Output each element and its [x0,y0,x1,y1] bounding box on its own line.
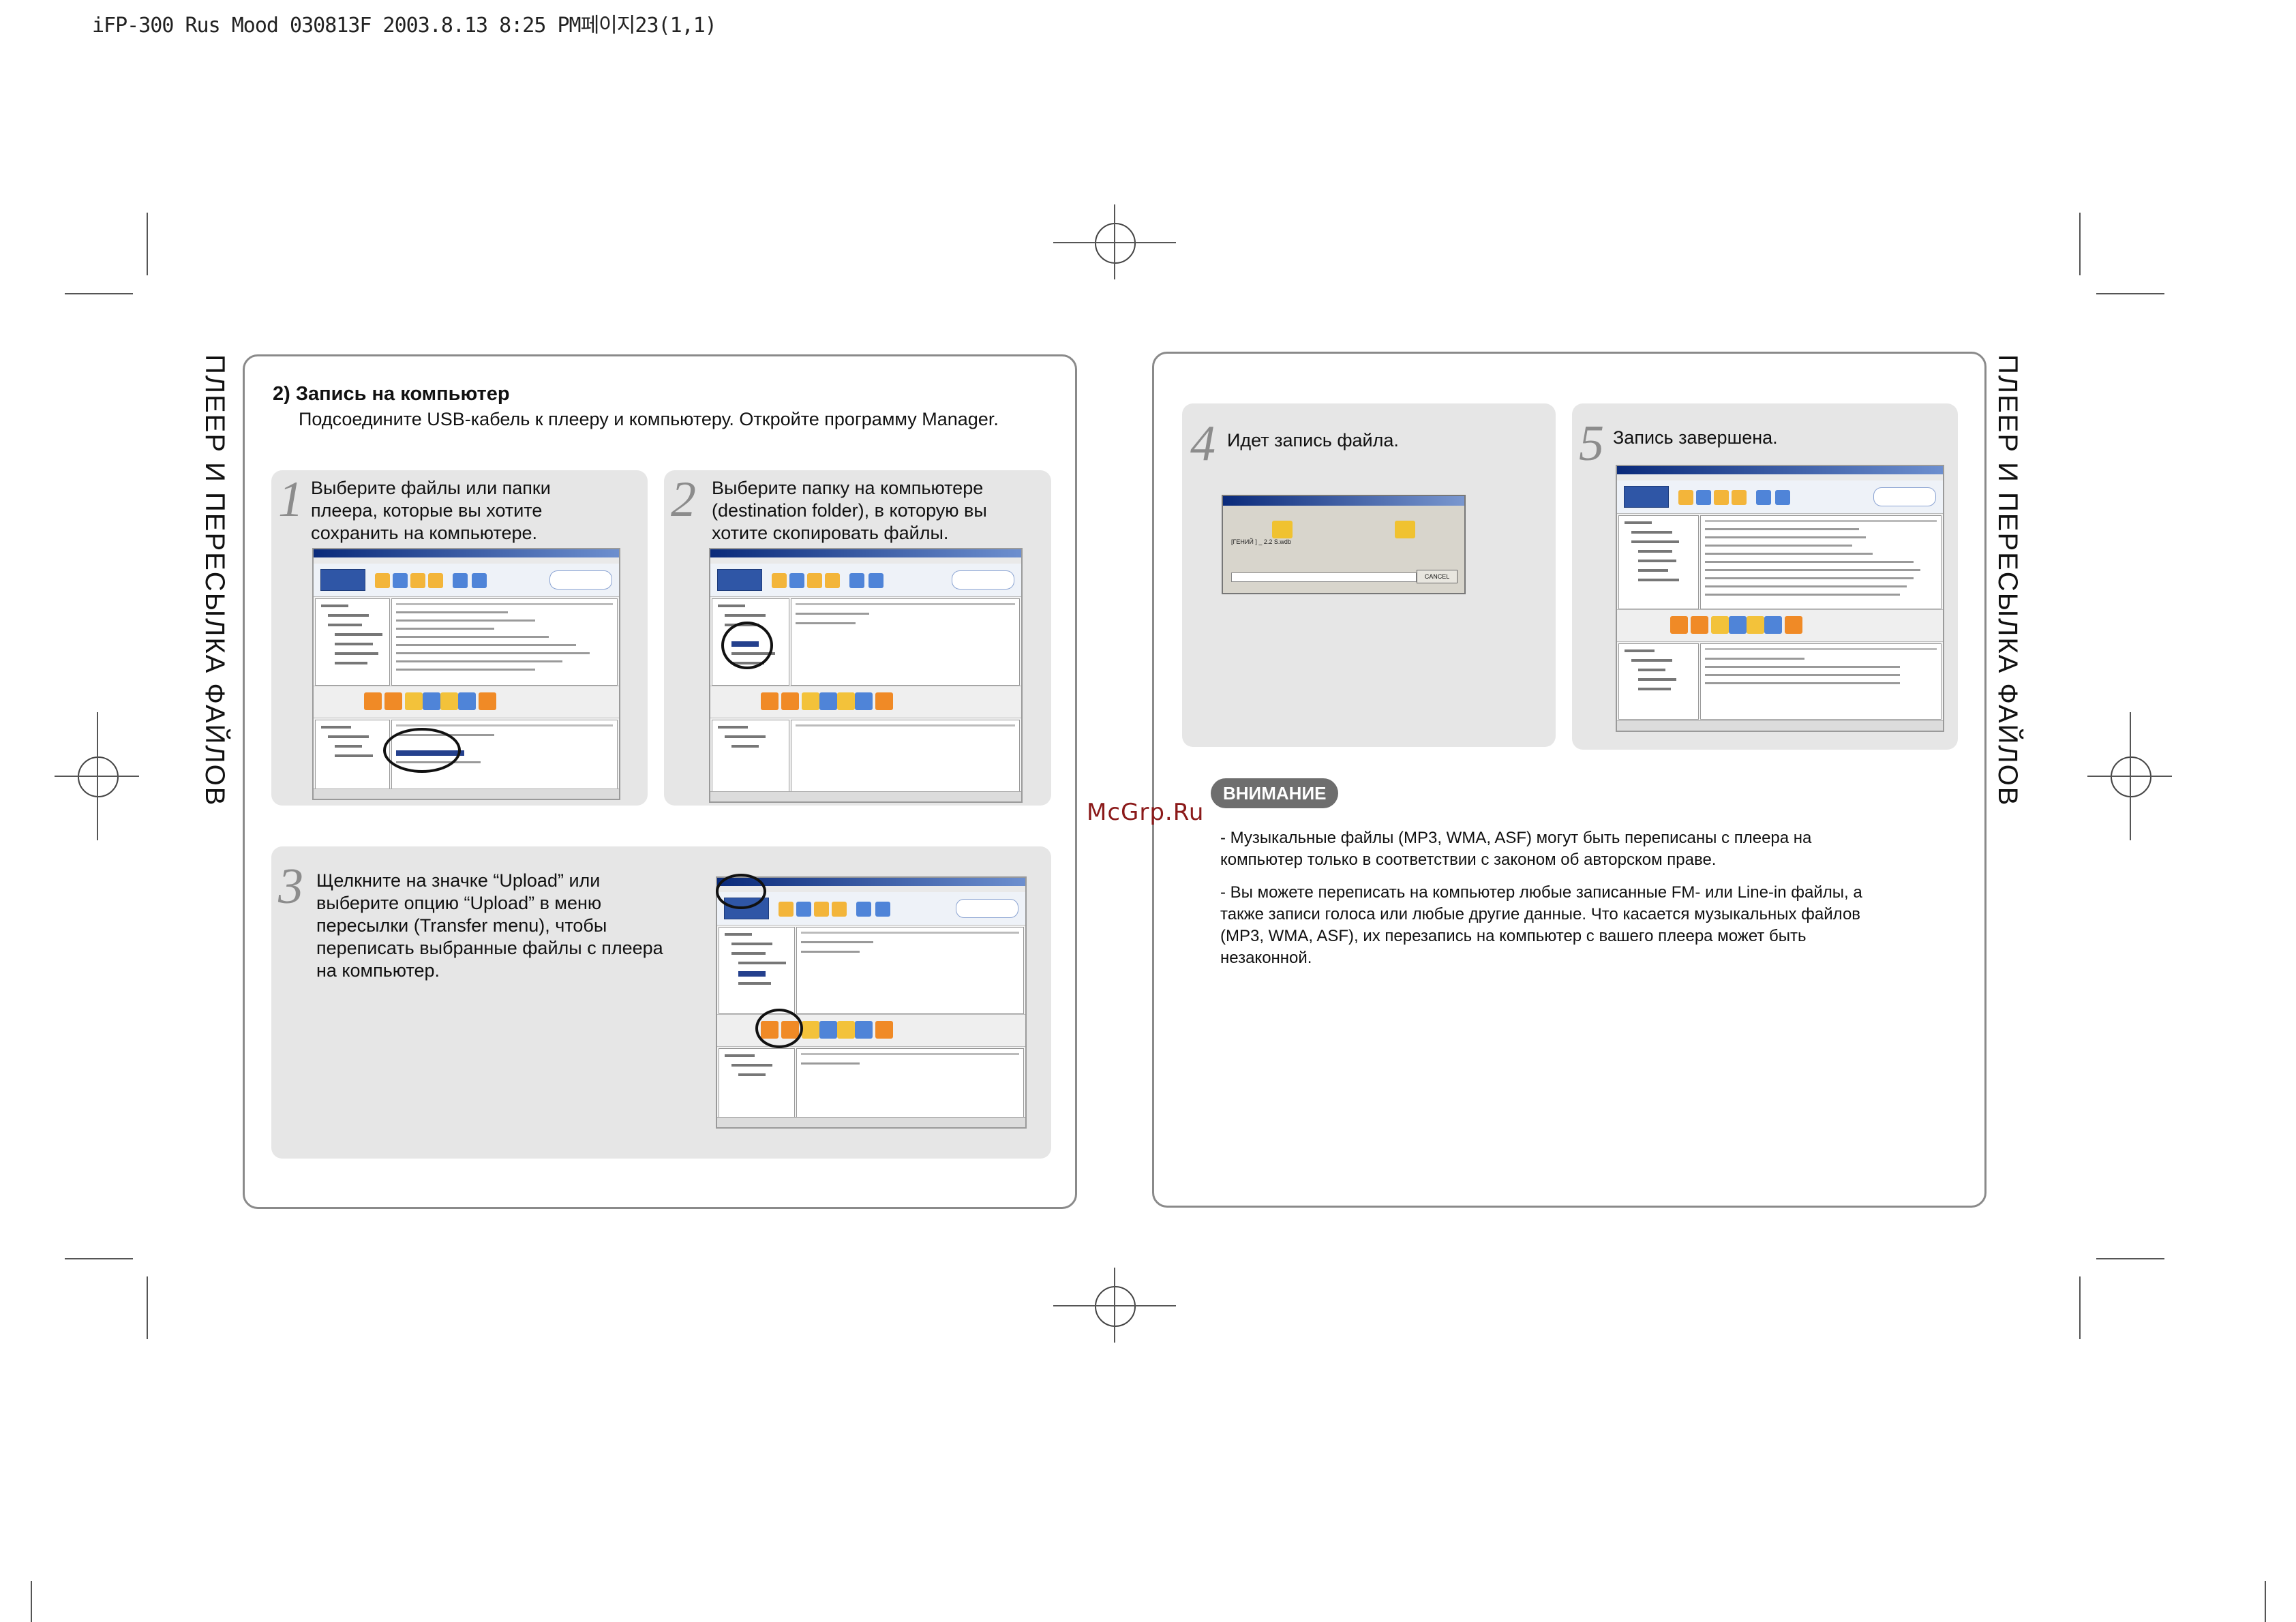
step-3-text: Щелкните на значке “Upload” или выберите… [316,870,663,981]
attention-badge: ВНИМАНИЕ [1211,778,1339,808]
step-5-text: Запись завершена. [1613,427,1778,448]
step-1-number: 1 [278,472,303,527]
step-4-text: Идет запись файла. [1227,430,1399,450]
step-2-highlight-ring [721,622,773,669]
watermark: McGrp.Ru [1087,799,1205,826]
section-subheading: Подсоедините USB-кабель к плееру и компь… [299,409,999,429]
step-1-text: Выберите файлы или папки плеера, которые… [311,478,551,543]
attention-note-1: - Музыкальные файлы (MP3, WMA, ASF) могу… [1220,829,1812,869]
step-2-text: Выберите папку на компьютере (destinatio… [712,478,987,543]
side-title-left: ПЛЕЕР И ПЕРЕСЫЛКА ФАЙЛОВ [200,354,230,807]
step-3-upload-highlight-ring [755,1009,803,1048]
step-1-highlight-ring [383,728,461,773]
step-5-screenshot [1616,465,1944,732]
destination-folder-icon [1395,521,1415,538]
attention-note-2: - Вы можете переписать на компьютер любы… [1220,883,1862,967]
progress-bar [1231,572,1417,582]
section-heading: 2) Запись на компьютер [273,383,510,405]
cancel-button[interactable]: CANCEL [1417,570,1457,583]
step-2-screenshot [709,548,1023,803]
step-2-number: 2 [671,472,696,527]
transfer-progress-dialog: [ГЕНИЙ ] _ 2.2 S.wdb CANCEL [1222,495,1466,594]
step-3-screenshot [716,876,1027,1129]
step-3-menu-highlight-ring [716,874,766,909]
step-3-number: 3 [278,859,303,915]
step-1-screenshot [312,548,620,800]
source-folder-icon [1272,521,1293,538]
step-4-number: 4 [1190,416,1215,472]
print-header: iFP-300 Rus Mood 030813F 2003.8.13 8:25 … [92,14,717,37]
dialog-file-text: [ГЕНИЙ ] _ 2.2 S.wdb [1231,538,1291,545]
side-title-right: ПЛЕЕР И ПЕРЕСЫЛКА ФАЙЛОВ [1993,354,2023,807]
step-5-number: 5 [1579,416,1604,472]
